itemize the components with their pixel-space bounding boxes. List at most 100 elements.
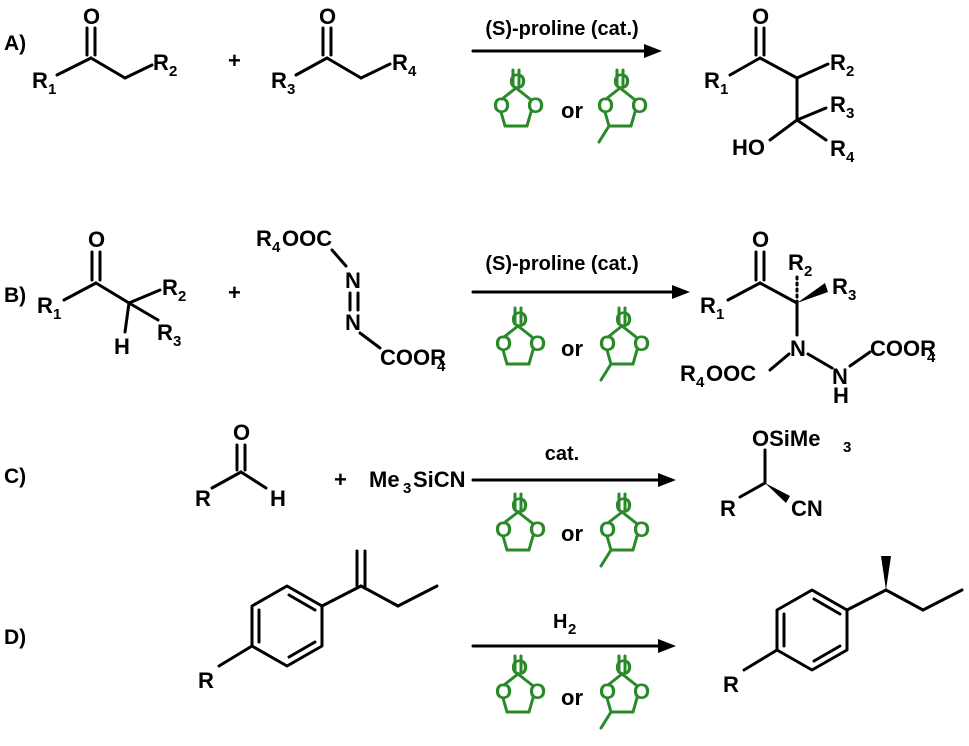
- atom-h: H: [833, 383, 849, 408]
- condition-text: (S)-proline (cat.): [485, 18, 638, 40]
- reactant-d1: R: [198, 549, 439, 693]
- or-text: or: [561, 685, 583, 710]
- atom-o: O: [752, 227, 769, 252]
- label-c: C): [4, 465, 26, 488]
- carbonate-o: O: [615, 307, 632, 332]
- tms-cn-text: SiCN: [413, 467, 466, 492]
- product-d: R: [723, 556, 964, 697]
- carbonate-o: O: [633, 679, 650, 704]
- plus-sign: +: [228, 280, 241, 305]
- ester-text: COOR: [870, 336, 936, 361]
- atom-r1: R: [700, 293, 716, 318]
- atom-h: H: [270, 486, 286, 511]
- sub-1: 1: [716, 306, 724, 323]
- atom-o: O: [319, 4, 336, 29]
- or-text: or: [561, 521, 583, 546]
- ethylene-carbonate: O O O: [495, 492, 546, 552]
- carbonate-o: O: [511, 493, 528, 518]
- sub-4: 4: [272, 239, 281, 256]
- atom-ho: HO: [732, 135, 765, 160]
- atom-r4: R: [680, 361, 696, 386]
- carbonate-o: O: [613, 69, 630, 94]
- ester-text: OOC: [706, 361, 756, 386]
- solvent-options: O O O or O O O: [495, 492, 650, 568]
- solvent-options: O O O or O O O: [495, 654, 650, 730]
- reaction-b: B) O R 1 R 2 R 3 H + R 4 OOC N: [4, 226, 936, 408]
- propylene-carbonate: O O O: [599, 492, 650, 568]
- atom-r1: R: [32, 68, 48, 93]
- label-a: A): [4, 32, 26, 55]
- reactant-c2: Me 3 SiCN: [369, 467, 466, 497]
- propylene-carbonate: O O O: [597, 68, 648, 144]
- plus-sign: +: [334, 467, 347, 492]
- atom-r2: R: [162, 275, 178, 300]
- carbonate-o: O: [631, 93, 648, 118]
- propylene-carbonate: O O O: [599, 654, 650, 730]
- atom-r2: R: [788, 250, 804, 275]
- propylene-carbonate: O O O: [599, 306, 650, 382]
- solvent-options: O O O or O O O: [493, 68, 648, 144]
- ethylene-carbonate: O O O: [493, 68, 544, 128]
- atom-r3: R: [271, 68, 287, 93]
- carbonate-o: O: [615, 655, 632, 680]
- osime-text: OSiMe: [752, 426, 820, 451]
- sub-3: 3: [173, 333, 181, 350]
- sub-2: 2: [178, 288, 186, 305]
- atom-r2: R: [153, 50, 169, 75]
- atom-r: R: [723, 672, 739, 697]
- atom-n: N: [345, 268, 361, 293]
- sub-2: 2: [568, 621, 576, 638]
- carbonate-o: O: [495, 679, 512, 704]
- carbonate-o: O: [509, 69, 526, 94]
- sub-3: 3: [848, 287, 856, 304]
- condition-text: cat.: [545, 443, 579, 465]
- atom-o: O: [233, 420, 250, 445]
- sub-1: 1: [48, 81, 56, 98]
- condition-text: H: [553, 611, 567, 633]
- label-d: D): [4, 626, 26, 649]
- tms-me-text: Me: [369, 467, 400, 492]
- ethylene-carbonate: O O O: [495, 306, 546, 366]
- reactant-b1: O R 1 R 2 R 3 H: [37, 227, 186, 359]
- product-a: O R 1 R 2 R 3 R 4 HO: [704, 4, 855, 166]
- sub-4: 4: [696, 374, 705, 391]
- atom-r1: R: [37, 293, 53, 318]
- carbonate-o: O: [495, 517, 512, 542]
- carbonate-o: O: [599, 679, 616, 704]
- sub-4: 4: [927, 349, 936, 366]
- sub-1: 1: [53, 306, 61, 323]
- sub-2: 2: [804, 263, 812, 280]
- sub-4: 4: [408, 63, 417, 80]
- carbonate-o: O: [493, 93, 510, 118]
- carbonate-o: O: [529, 517, 546, 542]
- carbonate-o: O: [633, 331, 650, 356]
- atom-r2: R: [830, 50, 846, 75]
- reactant-a2: O R 3 R 4: [271, 4, 417, 98]
- atom-n: N: [345, 310, 361, 335]
- reactant-c1: O R H: [195, 420, 286, 511]
- atom-n: N: [790, 336, 806, 361]
- ethylene-carbonate: O O O: [495, 654, 546, 714]
- atom-h: H: [114, 334, 130, 359]
- carbonate-o: O: [599, 517, 616, 542]
- atom-r: R: [198, 668, 214, 693]
- atom-r1: R: [704, 68, 720, 93]
- reactant-b2: R 4 OOC N N COOR 4: [256, 226, 446, 375]
- product-b: O R 1 R 2 R 3 N R 4 OOC N H COOR 4: [680, 227, 936, 408]
- label-b: B): [4, 284, 26, 307]
- plus-sign: +: [228, 48, 241, 73]
- carbonate-o: O: [527, 93, 544, 118]
- solvent-options: O O O or O O O: [495, 306, 650, 382]
- carbonate-o: O: [529, 679, 546, 704]
- reaction-arrow: H 2: [471, 611, 676, 653]
- carbonate-o: O: [615, 493, 632, 518]
- reaction-arrow: (S)-proline (cat.): [471, 253, 690, 299]
- reaction-d: D) R H 2 O O O or: [4, 549, 964, 730]
- sub-3: 3: [403, 480, 411, 497]
- atom-o: O: [88, 227, 105, 252]
- sub-2: 2: [846, 63, 854, 80]
- sub-2: 2: [169, 63, 177, 80]
- reaction-arrow: (S)-proline (cat.): [471, 18, 662, 58]
